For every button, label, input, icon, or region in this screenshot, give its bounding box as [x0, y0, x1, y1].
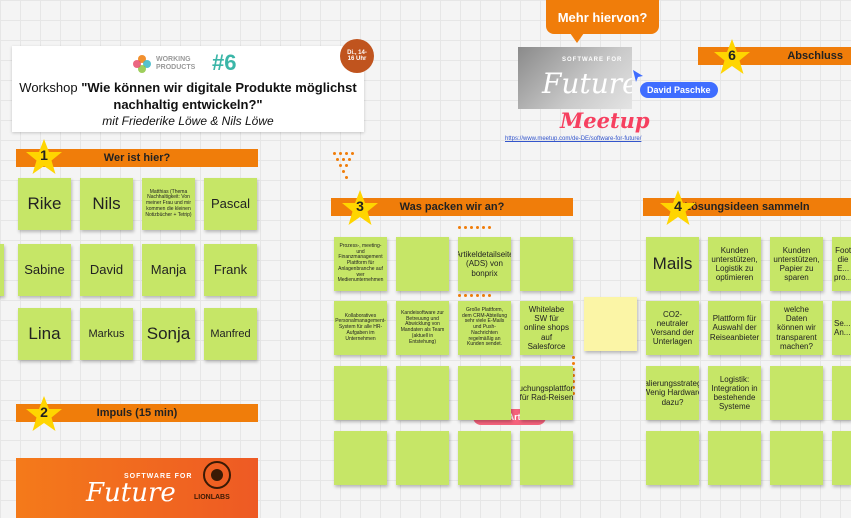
- section-number-1: 1: [40, 147, 48, 163]
- section-bar-3[interactable]: Was packen wir an?: [331, 198, 573, 216]
- sticky-note-empty[interactable]: [708, 431, 761, 485]
- section-title-1: Wer ist hier?: [103, 152, 171, 164]
- sticky-note-sabine[interactable]: Sabine: [18, 244, 71, 296]
- section-bar-4[interactable]: Lösungsideen sammeln: [643, 198, 851, 216]
- sticky-note-empty[interactable]: [396, 431, 449, 485]
- sticky-note-idea-8[interactable]: Se... An...: [832, 301, 851, 355]
- sticky-note-task-6[interactable]: Whitelabe SW für online shops auf Salesf…: [520, 301, 573, 355]
- lionlabs-text: LIONLABS: [194, 494, 230, 501]
- sticky-note-empty[interactable]: [520, 237, 573, 291]
- sticky-note-empty[interactable]: [646, 431, 699, 485]
- image-future-text: Future: [542, 67, 632, 100]
- image-software-for-text: SOFTWARE FOR: [562, 57, 623, 63]
- sticky-note-frank[interactable]: Frank: [204, 244, 257, 296]
- sticky-note-empty[interactable]: [396, 366, 449, 420]
- meetup-link[interactable]: https://www.meetup.com/de-DE/software-fo…: [505, 136, 642, 142]
- section-number-4: 4: [674, 198, 682, 214]
- logo-text: WORKING PRODUCTS: [156, 56, 196, 71]
- sticky-note-empty[interactable]: [520, 431, 573, 485]
- sticky-note-empty[interactable]: [832, 431, 851, 485]
- sticky-note-task-3[interactable]: Kollaboratives Personalmanagement-System…: [334, 301, 387, 355]
- sticky-note-partial[interactable]: [0, 244, 4, 296]
- section-title-4: Lösungsideen sammeln: [684, 201, 810, 213]
- impulse-software-for-text: SOFTWARE FOR: [124, 473, 193, 480]
- section-title-6: Abschluss: [787, 50, 843, 62]
- sticky-note-idea-4[interactable]: Foot die E... pro...: [832, 237, 851, 291]
- star-icon: [660, 190, 696, 225]
- sticky-note-empty[interactable]: [334, 366, 387, 420]
- section-title-3: Was packen wir an?: [399, 201, 505, 213]
- star-icon: [714, 39, 750, 74]
- section-number-3: 3: [356, 198, 364, 214]
- sticky-note-task-2[interactable]: Artikeldetailseite (ADS) von bonprix: [458, 237, 511, 291]
- cursor-arrow-icon: [633, 69, 643, 87]
- sticky-note-empty[interactable]: [458, 366, 511, 420]
- section-bar-2[interactable]: Impuls (15 min): [16, 404, 258, 422]
- sticky-note-idea-10[interactable]: Logistik: Integration in bestehende Syst…: [708, 366, 761, 420]
- sticky-note-lina[interactable]: Lina: [18, 308, 71, 360]
- workshop-subtitle: mit Friederike Löwe & Nils Löwe: [102, 114, 274, 128]
- section-bar-1[interactable]: Wer ist hier?: [16, 149, 258, 167]
- impulse-future-text: Future: [86, 478, 176, 508]
- workshop-title-prefix: Workshop: [19, 80, 82, 95]
- software-for-future-image[interactable]: SOFTWARE FOR Future: [518, 47, 632, 109]
- cursor-tag-david: David Paschke: [640, 82, 718, 98]
- sticky-note-empty[interactable]: [832, 366, 851, 420]
- sticky-note-empty[interactable]: [770, 366, 823, 420]
- star-icon: [342, 190, 378, 225]
- decorative-dot-column: [572, 356, 578, 406]
- section-number-2: 2: [40, 404, 48, 420]
- sticky-note-idea-1[interactable]: Mails: [646, 237, 699, 291]
- sticky-note-manja[interactable]: Manja: [142, 244, 195, 296]
- sticky-note-markus[interactable]: Markus: [80, 308, 133, 360]
- meetup-wordmark: Meetup: [560, 108, 650, 133]
- sticky-note-nils[interactable]: Nils: [80, 178, 133, 230]
- section-title-2: Impuls (15 min): [96, 407, 178, 419]
- sticky-note-idea-7[interactable]: welche Daten können wir transparent mach…: [770, 301, 823, 355]
- decorative-dot-row: [458, 226, 518, 232]
- callout-text: Mehr hiervon?: [557, 9, 648, 25]
- callout-pointer: [570, 33, 584, 43]
- decorative-dot-row: [458, 294, 518, 300]
- star-icon: [26, 139, 62, 174]
- workshop-title-question: "Wie können wir digitale Produkte möglic…: [81, 80, 357, 112]
- working-products-logo-icon: [132, 54, 152, 74]
- more-of-this-callout[interactable]: Mehr hiervon?: [546, 0, 659, 34]
- impulse-software-for-future-image[interactable]: SOFTWARE FOR Future LIONLABS: [16, 458, 258, 518]
- star-icon: [26, 396, 62, 431]
- section-number-star-4: 4: [658, 188, 698, 228]
- sticky-note-task-1[interactable]: Prozess-, meeting- und Finanzmanagement …: [334, 237, 387, 291]
- workshop-number: #6: [212, 50, 237, 75]
- sticky-note-task-4[interactable]: Kandeisoftware zur Betreuung und Abwickl…: [396, 301, 449, 355]
- sticky-note-empty[interactable]: [458, 431, 511, 485]
- sticky-note-idea-3[interactable]: Kunden unterstützen, Papier zu sparen: [770, 237, 823, 291]
- section-number-star-2: 2: [24, 394, 64, 434]
- section-number-star-3: 3: [340, 188, 380, 228]
- sticky-note-empty[interactable]: [770, 431, 823, 485]
- sticky-note-empty[interactable]: [334, 431, 387, 485]
- sticky-note-rike[interactable]: Rike: [18, 178, 71, 230]
- section-number-star-1: 1: [24, 137, 64, 177]
- decorative-dot-grid: [333, 152, 363, 182]
- workshop-header-card[interactable]: WORKING PRODUCTS #6 Di., 14-16 Uhr Works…: [12, 39, 374, 132]
- sticky-note-task-7[interactable]: Buchungsplattform für Rad-Reisen: [520, 366, 573, 420]
- section-number-6: 6: [728, 47, 736, 63]
- sticky-note-pascal[interactable]: Pascal: [204, 178, 257, 230]
- date-badge: Di., 14-16 Uhr: [340, 39, 374, 73]
- sticky-note-idea-6[interactable]: Plattform für Auswahl der Reiseanbieter: [708, 301, 761, 355]
- sticky-note-manfred[interactable]: Manfred: [204, 308, 257, 360]
- sticky-note-idea-5[interactable]: CO2-neutraler Versand der Unterlagen: [646, 301, 699, 355]
- lion-logo-icon: [196, 460, 238, 494]
- sticky-note-idea-9[interactable]: Skalierungsstrategie: Wenig Hardware daz…: [646, 366, 699, 420]
- section-number-star-6: 6: [712, 37, 752, 77]
- sticky-note-sonja[interactable]: Sonja: [142, 308, 195, 360]
- sticky-note-empty[interactable]: [396, 237, 449, 291]
- sticky-note-idea-2[interactable]: Kunden unterstützen, Logistik zu optimie…: [708, 237, 761, 291]
- sticky-note-yellow-empty[interactable]: [584, 297, 637, 351]
- sticky-note-task-5[interactable]: Große Plattform, dem CRM-Abteilung sehr …: [458, 301, 511, 355]
- sticky-note-matthias[interactable]: Matthias (Thema Nachhaltigkeit: Von mein…: [142, 178, 195, 230]
- sticky-note-david[interactable]: David: [80, 244, 133, 296]
- workshop-title: Workshop "Wie können wir digitale Produk…: [18, 80, 358, 114]
